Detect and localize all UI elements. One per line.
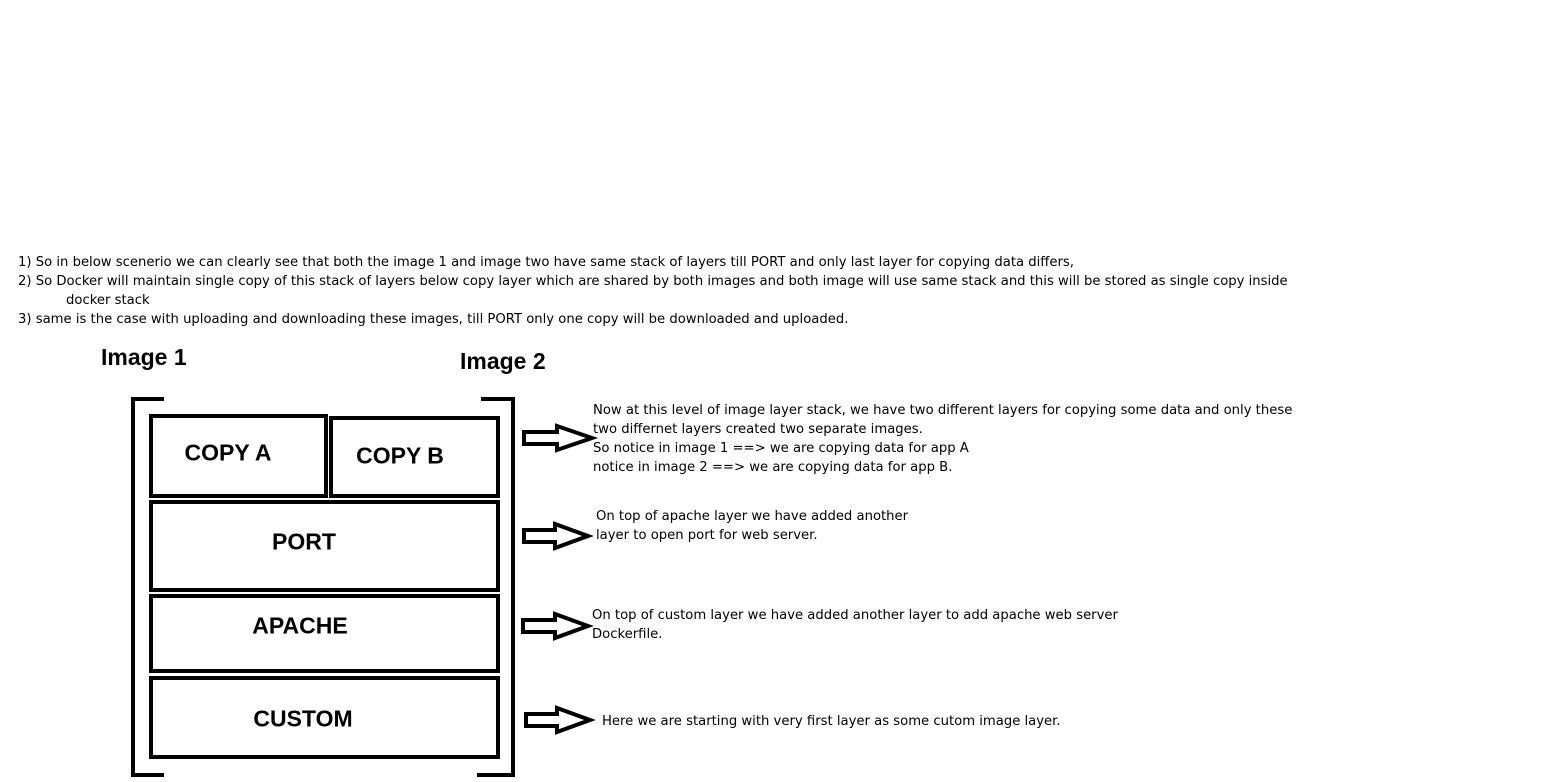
copy-b-box [329,416,500,498]
arrow-apache [521,611,594,641]
port-layer-note: On top of apache layer we have added ano… [596,507,908,545]
apache-note-line-2: Dockerfile. [592,627,663,642]
copy-a-label: COPY A [184,439,272,466]
copy-b-label: COPY B [356,442,444,469]
intro-line-3: 3) same is the case with uploading and d… [18,312,849,327]
copy-note-line-4: notice in image 2 ==> we are copying dat… [593,460,953,475]
copy-note-line-1: Now at this level of image layer stack, … [593,403,1293,418]
copy-layer-note: Now at this level of image layer stack, … [593,401,1292,477]
intro-line-1: 1) So in below scenerio we can clearly s… [18,255,1074,270]
copy-a-box [149,414,328,498]
custom-label: CUSTOM [253,705,353,732]
right-bracket [477,397,515,777]
image-2-label: Image 2 [460,348,546,374]
apache-label: APACHE [252,612,348,639]
image-1-label: Image 1 [101,344,187,370]
intro-line-2: 2) So Docker will maintain single copy o… [18,274,1288,289]
port-note-line-2: layer to open port for web server. [596,528,818,543]
left-bracket [131,397,164,777]
copy-note-line-2: two differnet layers created two separat… [593,422,923,437]
arrow-copy [522,423,599,453]
custom-note-line-1: Here we are starting with very first lay… [602,714,1061,729]
arrow-custom [524,705,596,735]
custom-layer-note: Here we are starting with very first lay… [602,712,1061,731]
intro-text: 1) So in below scenerio we can clearly s… [18,253,1288,329]
copy-note-line-3: So notice in image 1 ==> we are copying … [593,441,969,456]
custom-box [149,676,500,759]
intro-line-2-continued: docker stack [66,293,150,308]
port-box [149,500,500,592]
apache-layer-note: On top of custom layer we have added ano… [592,606,1118,644]
arrow-port [522,521,594,551]
port-note-line-1: On top of apache layer we have added ano… [596,509,909,524]
apache-box [149,594,500,673]
port-label: PORT [272,528,336,555]
apache-note-line-1: On top of custom layer we have added ano… [592,608,1118,623]
